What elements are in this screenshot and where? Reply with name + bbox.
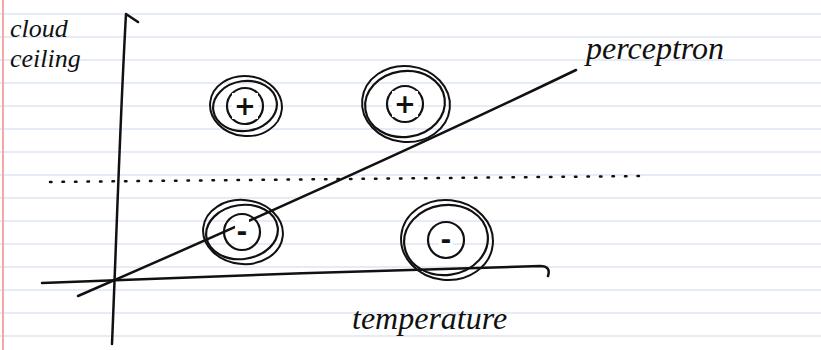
sketch-ring (358, 62, 453, 146)
margin-line (2, 0, 4, 350)
sign-symbol: + (232, 93, 258, 119)
axis-label: cloud ceiling (10, 14, 110, 74)
sign-symbol: + (392, 91, 418, 117)
class-point: - (198, 196, 286, 268)
sketch-ring (224, 214, 260, 250)
dotted-line (50, 176, 642, 182)
y-axis (112, 14, 138, 344)
sketch-ring (207, 72, 285, 139)
class-point: - (396, 196, 496, 284)
sketch-ring (387, 86, 423, 122)
sign-symbol: - (235, 219, 250, 245)
axis-label: perceptron (586, 30, 724, 67)
sketch-ring (428, 222, 464, 258)
sketch-ring (397, 196, 496, 284)
class-point: + (205, 72, 285, 140)
axis-label: temperature (352, 300, 507, 337)
sketch-ring (227, 88, 263, 124)
sketch-ring (200, 196, 286, 268)
perceptron-line (78, 70, 576, 296)
sign-symbol: - (439, 227, 454, 253)
class-point: + (357, 62, 453, 146)
